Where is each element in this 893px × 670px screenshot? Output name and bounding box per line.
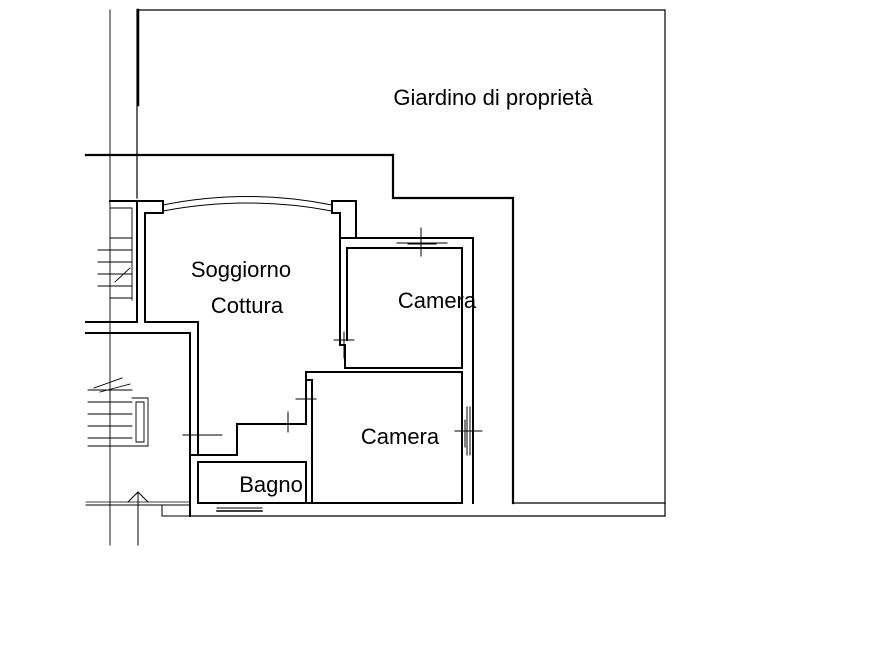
bathroom-walls xyxy=(189,411,313,517)
bedroom-1-walls xyxy=(346,227,474,504)
living-room-label-line1: Soggiorno xyxy=(191,257,291,282)
bedroom-1-label: Camera xyxy=(398,288,477,313)
left-vertical-lines xyxy=(109,8,140,546)
bathroom-label: Bagno xyxy=(239,472,303,497)
entrance xyxy=(85,491,191,546)
exterior-walls xyxy=(84,153,515,505)
garden-boundary xyxy=(136,9,666,517)
living-room-label-line2: Cottura xyxy=(211,293,284,318)
door-markers xyxy=(182,331,355,446)
living-room-walls xyxy=(85,196,357,456)
bedroom-2-walls xyxy=(305,371,483,504)
staircase xyxy=(87,207,149,447)
bedroom-2-label: Camera xyxy=(361,424,440,449)
garden-label: Giardino di proprietà xyxy=(393,85,593,110)
